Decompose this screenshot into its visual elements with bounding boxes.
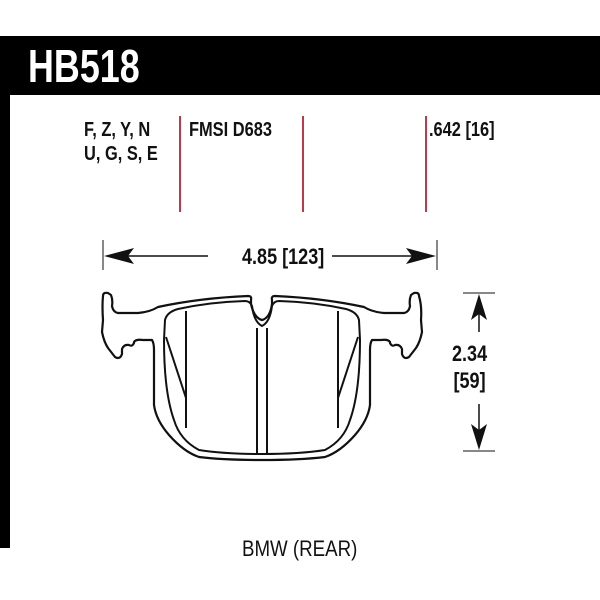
part-number-title: HB518 [28, 40, 140, 92]
left-border-bar [0, 36, 10, 548]
header-bar [0, 36, 600, 95]
compound-codes-line1: F, Z, Y, N [84, 119, 151, 141]
height-mm: [59] [453, 368, 486, 393]
width-dimension-arrow [102, 240, 438, 270]
divider-line-1 [179, 116, 181, 212]
height-dimension-label: 2.34 [59] [452, 340, 487, 394]
pad-outline [100, 291, 424, 462]
height-dimension-arrow [463, 292, 495, 452]
divider-line-3 [425, 116, 427, 212]
vehicle-application: BMW (REAR) [242, 536, 358, 561]
compound-codes-line2: U, G, S, E [84, 143, 158, 165]
width-dimension-label: 4.85 [123] [242, 244, 325, 269]
thickness-value: .642 [16] [429, 119, 495, 141]
compound-codes: F, Z, Y, N U, G, S, E [84, 118, 158, 166]
fmsi-number: FMSI D683 [189, 119, 272, 141]
divider-line-2 [302, 116, 304, 212]
height-inches: 2.34 [452, 341, 488, 366]
